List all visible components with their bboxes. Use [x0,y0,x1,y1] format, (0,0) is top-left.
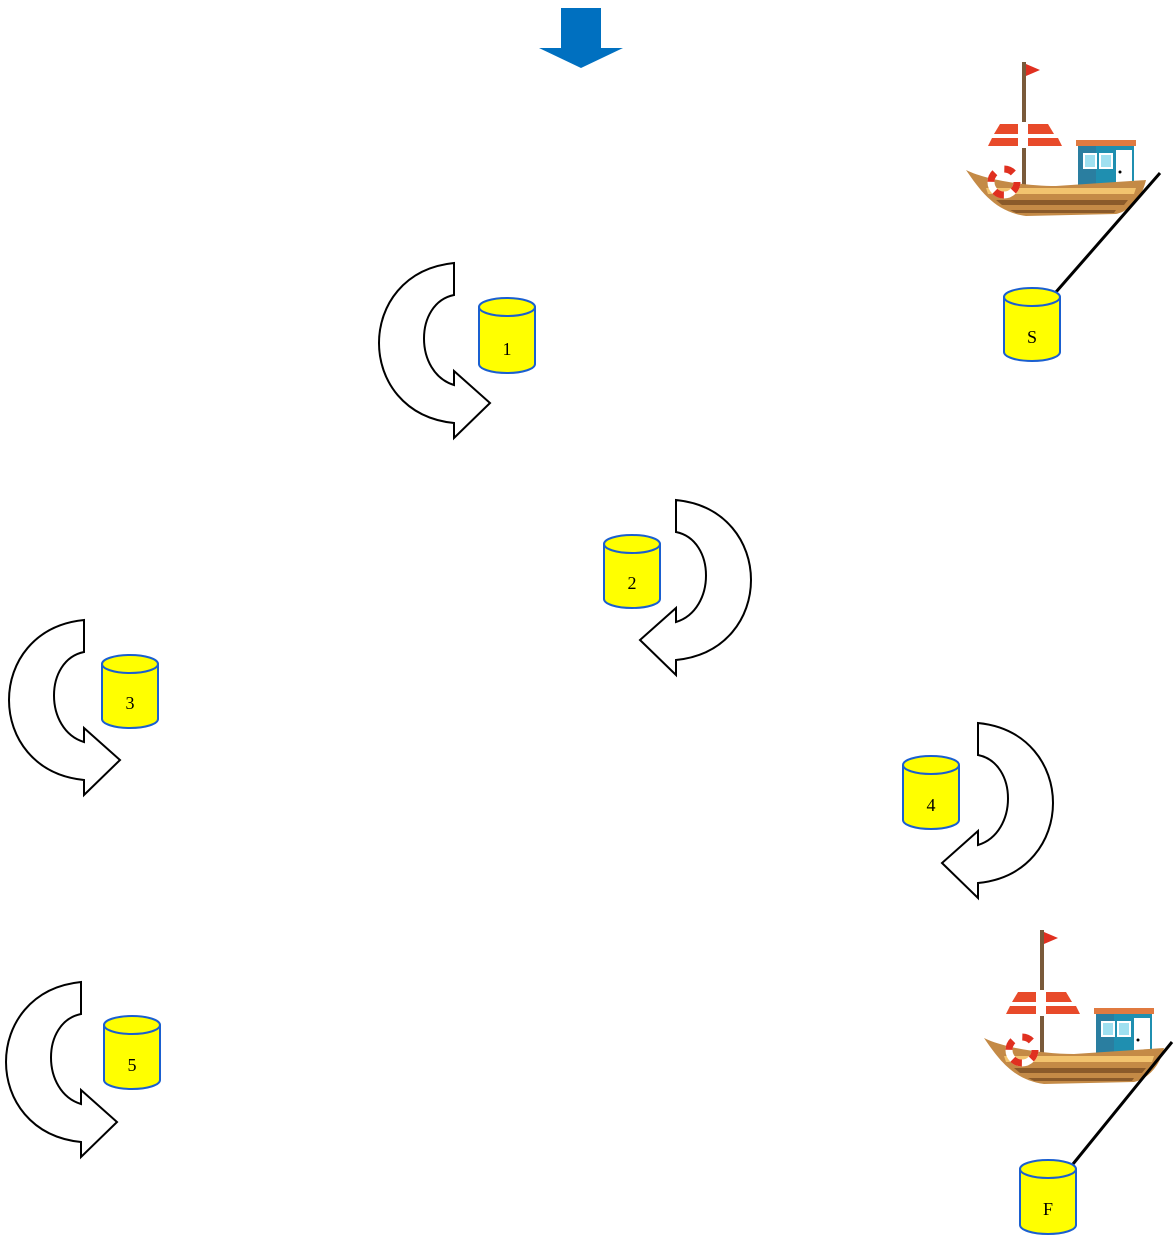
mark-5-label: 5 [128,1055,137,1075]
start-buoy: S [1004,288,1060,361]
mark-3-buoy: 3 [102,655,158,728]
mark-1-buoy: 1 [479,298,535,373]
start-boat-icon [966,62,1146,216]
mark-5-counterclockwise-arrow-icon [6,982,117,1157]
mark-1-label: 1 [503,339,512,359]
mark-4-buoy: 4 [903,756,959,829]
mark-2-label: 2 [628,573,637,593]
finish-label: F [1043,1199,1053,1219]
mark-2-buoy: 2 [604,535,660,608]
finish-buoy: F [1020,1160,1076,1234]
start-label: S [1027,327,1037,347]
finish-boat-icon [984,930,1164,1084]
mark-4-label: 4 [927,795,936,815]
arrow-down-icon [539,8,623,68]
mark-3-label: 3 [126,693,135,713]
mark-1-counterclockwise-arrow-icon [379,263,490,438]
mark-5-buoy: 5 [104,1016,160,1089]
